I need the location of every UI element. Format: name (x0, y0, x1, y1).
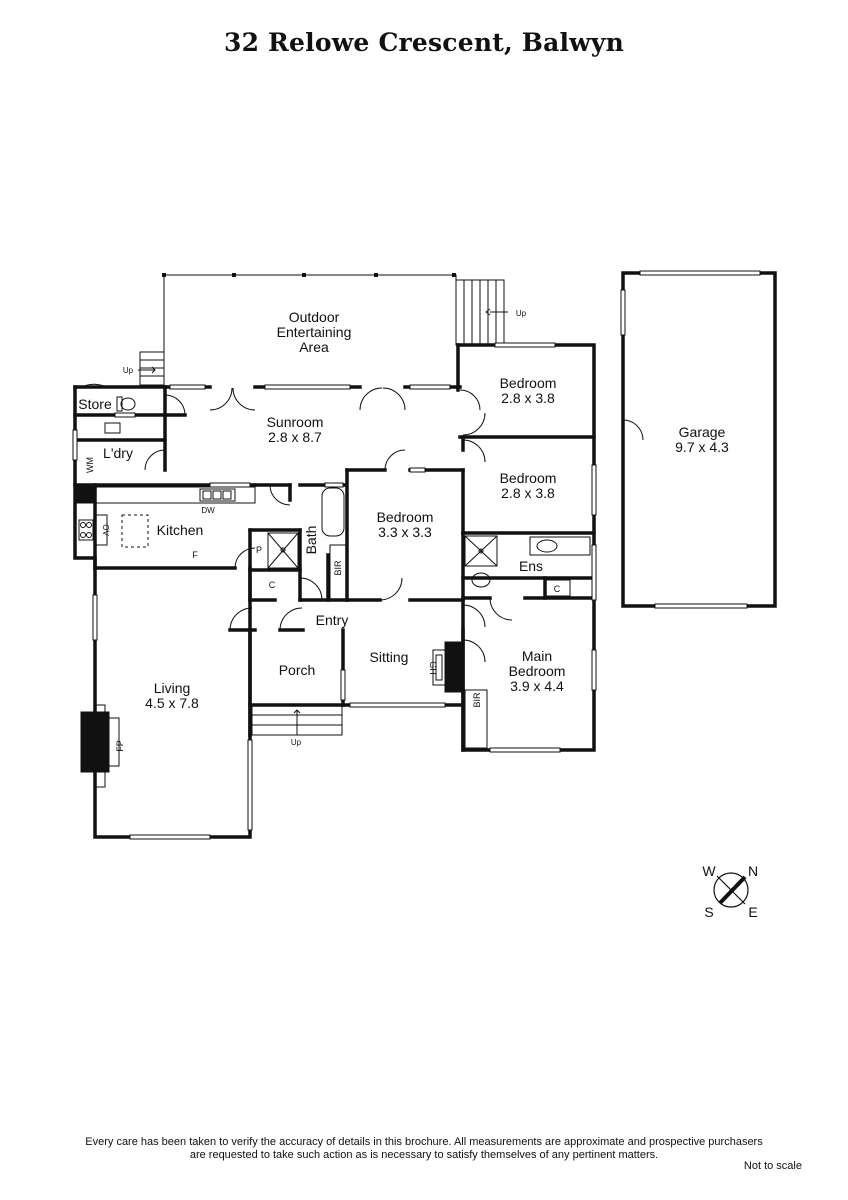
bedroom-size: 2.8 x 3.8 (501, 485, 555, 501)
pantry-label: P (256, 545, 262, 555)
garage-label: Garage (679, 424, 726, 440)
not-to-scale-note: Not to scale (743, 1160, 802, 1172)
wm-label: WM (85, 457, 95, 473)
stair-up-label: Up (291, 738, 302, 747)
bir-label: BIR (472, 692, 482, 708)
kitchen-label: Kitchen (157, 522, 204, 538)
fixtures (74, 396, 591, 788)
cupboard-label: C (269, 580, 276, 590)
disclaimer-line-1: Every care has been taken to verify the … (85, 1136, 763, 1148)
outdoor-area (138, 273, 508, 386)
room-labels: Outdoor Entertaining Area Store L'dry WM… (78, 309, 729, 752)
stair-up-label: Up (516, 309, 527, 318)
compass-icon: W N S E (702, 863, 758, 920)
bedroom-label: Bedroom (500, 375, 557, 391)
compass-south: S (704, 904, 713, 920)
bedroom-size: 2.8 x 3.8 (501, 390, 555, 406)
outdoor-label-1: Outdoor (289, 309, 340, 325)
entry-label: Entry (316, 612, 349, 628)
dishwasher-label: DW (201, 506, 215, 515)
fireplace-label: FP (115, 740, 125, 752)
sunroom-label: Sunroom (267, 414, 324, 430)
living-size: 4.5 x 7.8 (145, 695, 199, 711)
walls (73, 271, 777, 839)
disclaimer: Every care has been taken to verify the … (0, 1136, 848, 1162)
oven-label: OV (101, 524, 110, 536)
gas-heater-label: GH (428, 661, 438, 675)
living-label: Living (154, 680, 191, 696)
cupboard-label: C (554, 584, 561, 594)
bath-label: Bath (303, 526, 319, 555)
page-title: 32 Relowe Crescent, Balwyn (223, 28, 625, 57)
outdoor-label-3: Area (299, 339, 329, 355)
doors (79, 383, 644, 663)
garage-size: 9.7 x 4.3 (675, 439, 729, 455)
outdoor-label-2: Entertaining (277, 324, 352, 340)
main-bedroom-label: Main (522, 648, 552, 664)
ensuite-label: Ens (519, 558, 543, 574)
fridge-label: F (192, 550, 198, 560)
bedroom-size: 3.3 x 3.3 (378, 524, 432, 540)
store-label: Store (78, 396, 112, 412)
laundry-label: L'dry (103, 445, 133, 461)
bir-label: BIR (333, 560, 343, 576)
sitting-label: Sitting (370, 649, 409, 665)
sunroom-size: 2.8 x 8.7 (268, 429, 322, 445)
compass-east: E (748, 904, 757, 920)
disclaimer-line-2: are requested to take such action as is … (189, 1149, 659, 1161)
compass-north: N (748, 863, 758, 879)
compass-west: W (702, 863, 716, 879)
stair-up-label: Up (123, 366, 134, 375)
main-bedroom-size: 3.9 x 4.4 (510, 678, 564, 694)
windows (72, 270, 761, 840)
main-bedroom-label: Bedroom (509, 663, 566, 679)
bedroom-label: Bedroom (377, 509, 434, 525)
porch-label: Porch (279, 662, 316, 678)
bedroom-label: Bedroom (500, 470, 557, 486)
